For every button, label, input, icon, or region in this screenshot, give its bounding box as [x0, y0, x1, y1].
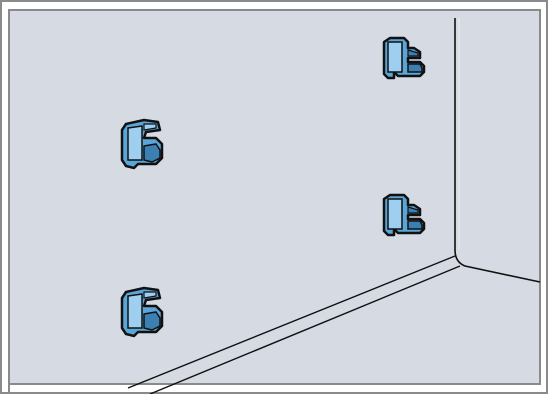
wall-background: [8, 9, 541, 385]
wall-corner-edge: [454, 18, 541, 283]
bracket-upper-left: [120, 118, 164, 170]
floor-edge-upper: [127, 255, 456, 389]
floor-edge-lower: [149, 265, 461, 394]
bracket-lower-left: [120, 286, 164, 338]
